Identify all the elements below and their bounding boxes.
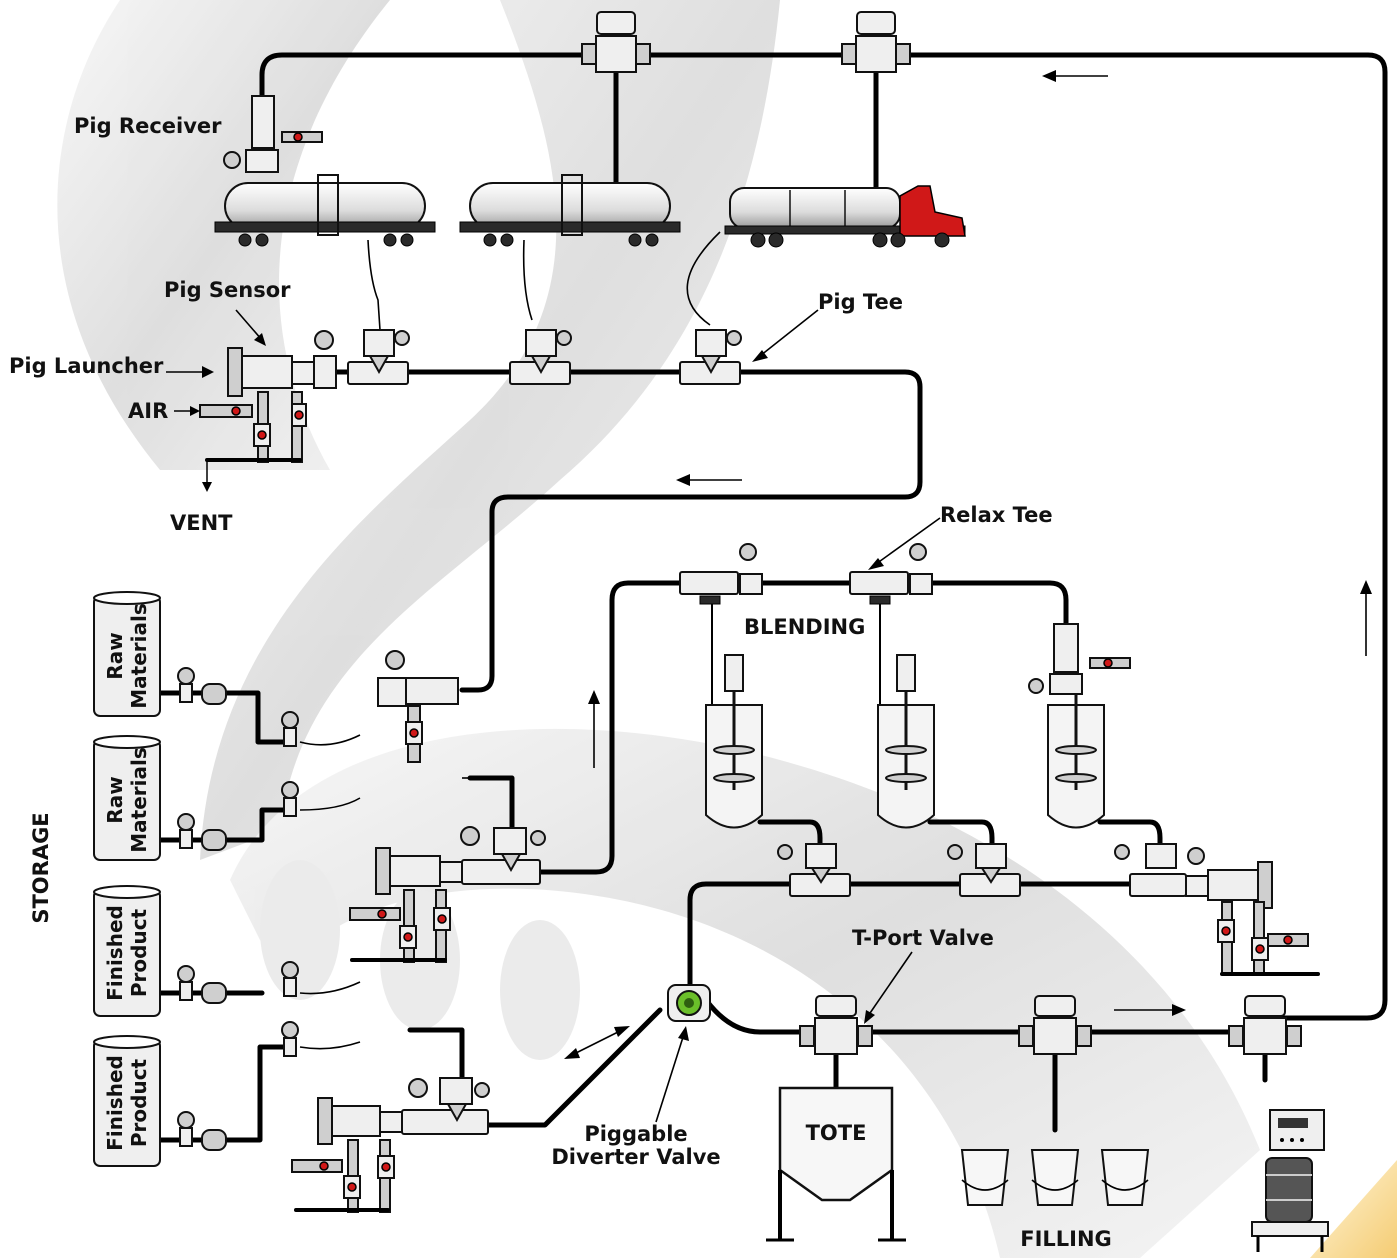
label-t-port-valve: T-Port Valve: [852, 926, 994, 950]
pointer-pig-tee: [752, 309, 819, 362]
t-port-valve-buckets: [1018, 995, 1092, 1055]
flow-arrow-top: [1042, 70, 1108, 82]
top-valve-2: [841, 11, 911, 73]
storage-tank-4-line2: Product: [127, 1058, 151, 1147]
storage-tank-3: Finished Product: [93, 885, 161, 1017]
blend-tank-1: [705, 604, 763, 829]
labels: Pig Receiver Pig Sensor Pig Launcher AIR…: [9, 114, 1112, 1251]
piggable-diverter-valve: [667, 984, 711, 1022]
label-blending: BLENDING: [744, 615, 865, 639]
storage-pumps: [177, 667, 299, 1151]
buckets: [960, 1149, 1150, 1206]
pointer-relax-tee: [868, 517, 941, 570]
storage-tanks: Raw Materials Raw Materials Finished Pro…: [93, 591, 161, 1167]
blend-tank-2: [877, 604, 935, 829]
rail-tank-car-2: [459, 174, 681, 247]
storage-tank-1-line2: Materials: [127, 603, 151, 709]
storage-tank-4: Finished Product: [93, 1035, 161, 1167]
rail-tank-car-1: [214, 174, 436, 247]
storage-tank-1: Raw Materials: [93, 591, 161, 717]
storage-tank-3-line1: Finished: [103, 905, 127, 1001]
storage-tank-4-line1: Finished: [103, 1055, 127, 1151]
pointer-t-port-valve: [864, 951, 913, 1024]
flow-arrow-launcher-return: [676, 474, 742, 486]
pig-receiver-equipment: [223, 95, 323, 173]
label-diverter-valve-line2: Diverter Valve: [551, 1145, 720, 1169]
label-diverter-valve-line1: Piggable: [584, 1122, 687, 1146]
pig-launcher-mid: [349, 826, 546, 963]
blending-header-devices: [679, 543, 1131, 695]
pointer-air: [174, 406, 200, 416]
pig-tee-1: [347, 329, 410, 385]
label-pig-sensor: Pig Sensor: [164, 278, 291, 302]
label-air: AIR: [128, 399, 168, 423]
storage-tank-3-line2: Product: [127, 908, 151, 997]
t-port-valve-tote: [799, 995, 873, 1055]
pig-launcher-bottom: [291, 1077, 490, 1213]
filling-valves: [799, 995, 1302, 1055]
tote: [766, 1086, 906, 1242]
bottom-header-tees: [777, 843, 1320, 976]
label-relax-tee: Relax Tee: [940, 503, 1053, 527]
flow-arrow-blend-up: [588, 690, 600, 768]
flow-arrows: [166, 70, 1372, 1123]
label-storage: STORAGE: [29, 812, 53, 923]
tanker-truck: [724, 185, 966, 248]
storage-tank-2-line1: Raw: [103, 776, 127, 823]
pig-receiver-mid: [377, 650, 459, 763]
flow-arrow-bidirectional: [564, 1026, 630, 1059]
drum-filling-station: [1251, 1109, 1329, 1252]
label-vent: VENT: [170, 511, 233, 535]
label-pig-receiver: Pig Receiver: [74, 114, 222, 138]
pointer-pig-sensor: [235, 309, 266, 346]
pipe-network: [157, 52, 1388, 1143]
label-filling: FILLING: [1020, 1227, 1112, 1251]
pig-tee-3: [679, 329, 742, 385]
blending-tanks: [705, 604, 1105, 829]
truck-cab: [899, 185, 966, 237]
label-pig-launcher: Pig Launcher: [9, 354, 164, 378]
storage-tank-2: Raw Materials: [93, 735, 161, 861]
label-tote: TOTE: [806, 1121, 867, 1145]
top-valve-1: [581, 11, 651, 73]
pig-launcher-equipment: [199, 330, 337, 492]
pig-tee-2: [509, 329, 572, 385]
pointer-diverter-valve: [655, 1026, 689, 1123]
label-pig-tee: Pig Tee: [818, 290, 903, 314]
storage-tank-1-line1: Raw: [103, 632, 127, 679]
sensor-cables: [299, 231, 721, 1050]
flow-arrow-filling: [1114, 1004, 1186, 1016]
blend-tank-3: [1047, 695, 1105, 829]
storage-tank-2-line2: Materials: [127, 747, 151, 853]
flow-arrow-right-up: [1360, 580, 1372, 656]
pointer-pig-launcher: [166, 366, 214, 378]
t-port-valve-drum: [1228, 995, 1302, 1055]
